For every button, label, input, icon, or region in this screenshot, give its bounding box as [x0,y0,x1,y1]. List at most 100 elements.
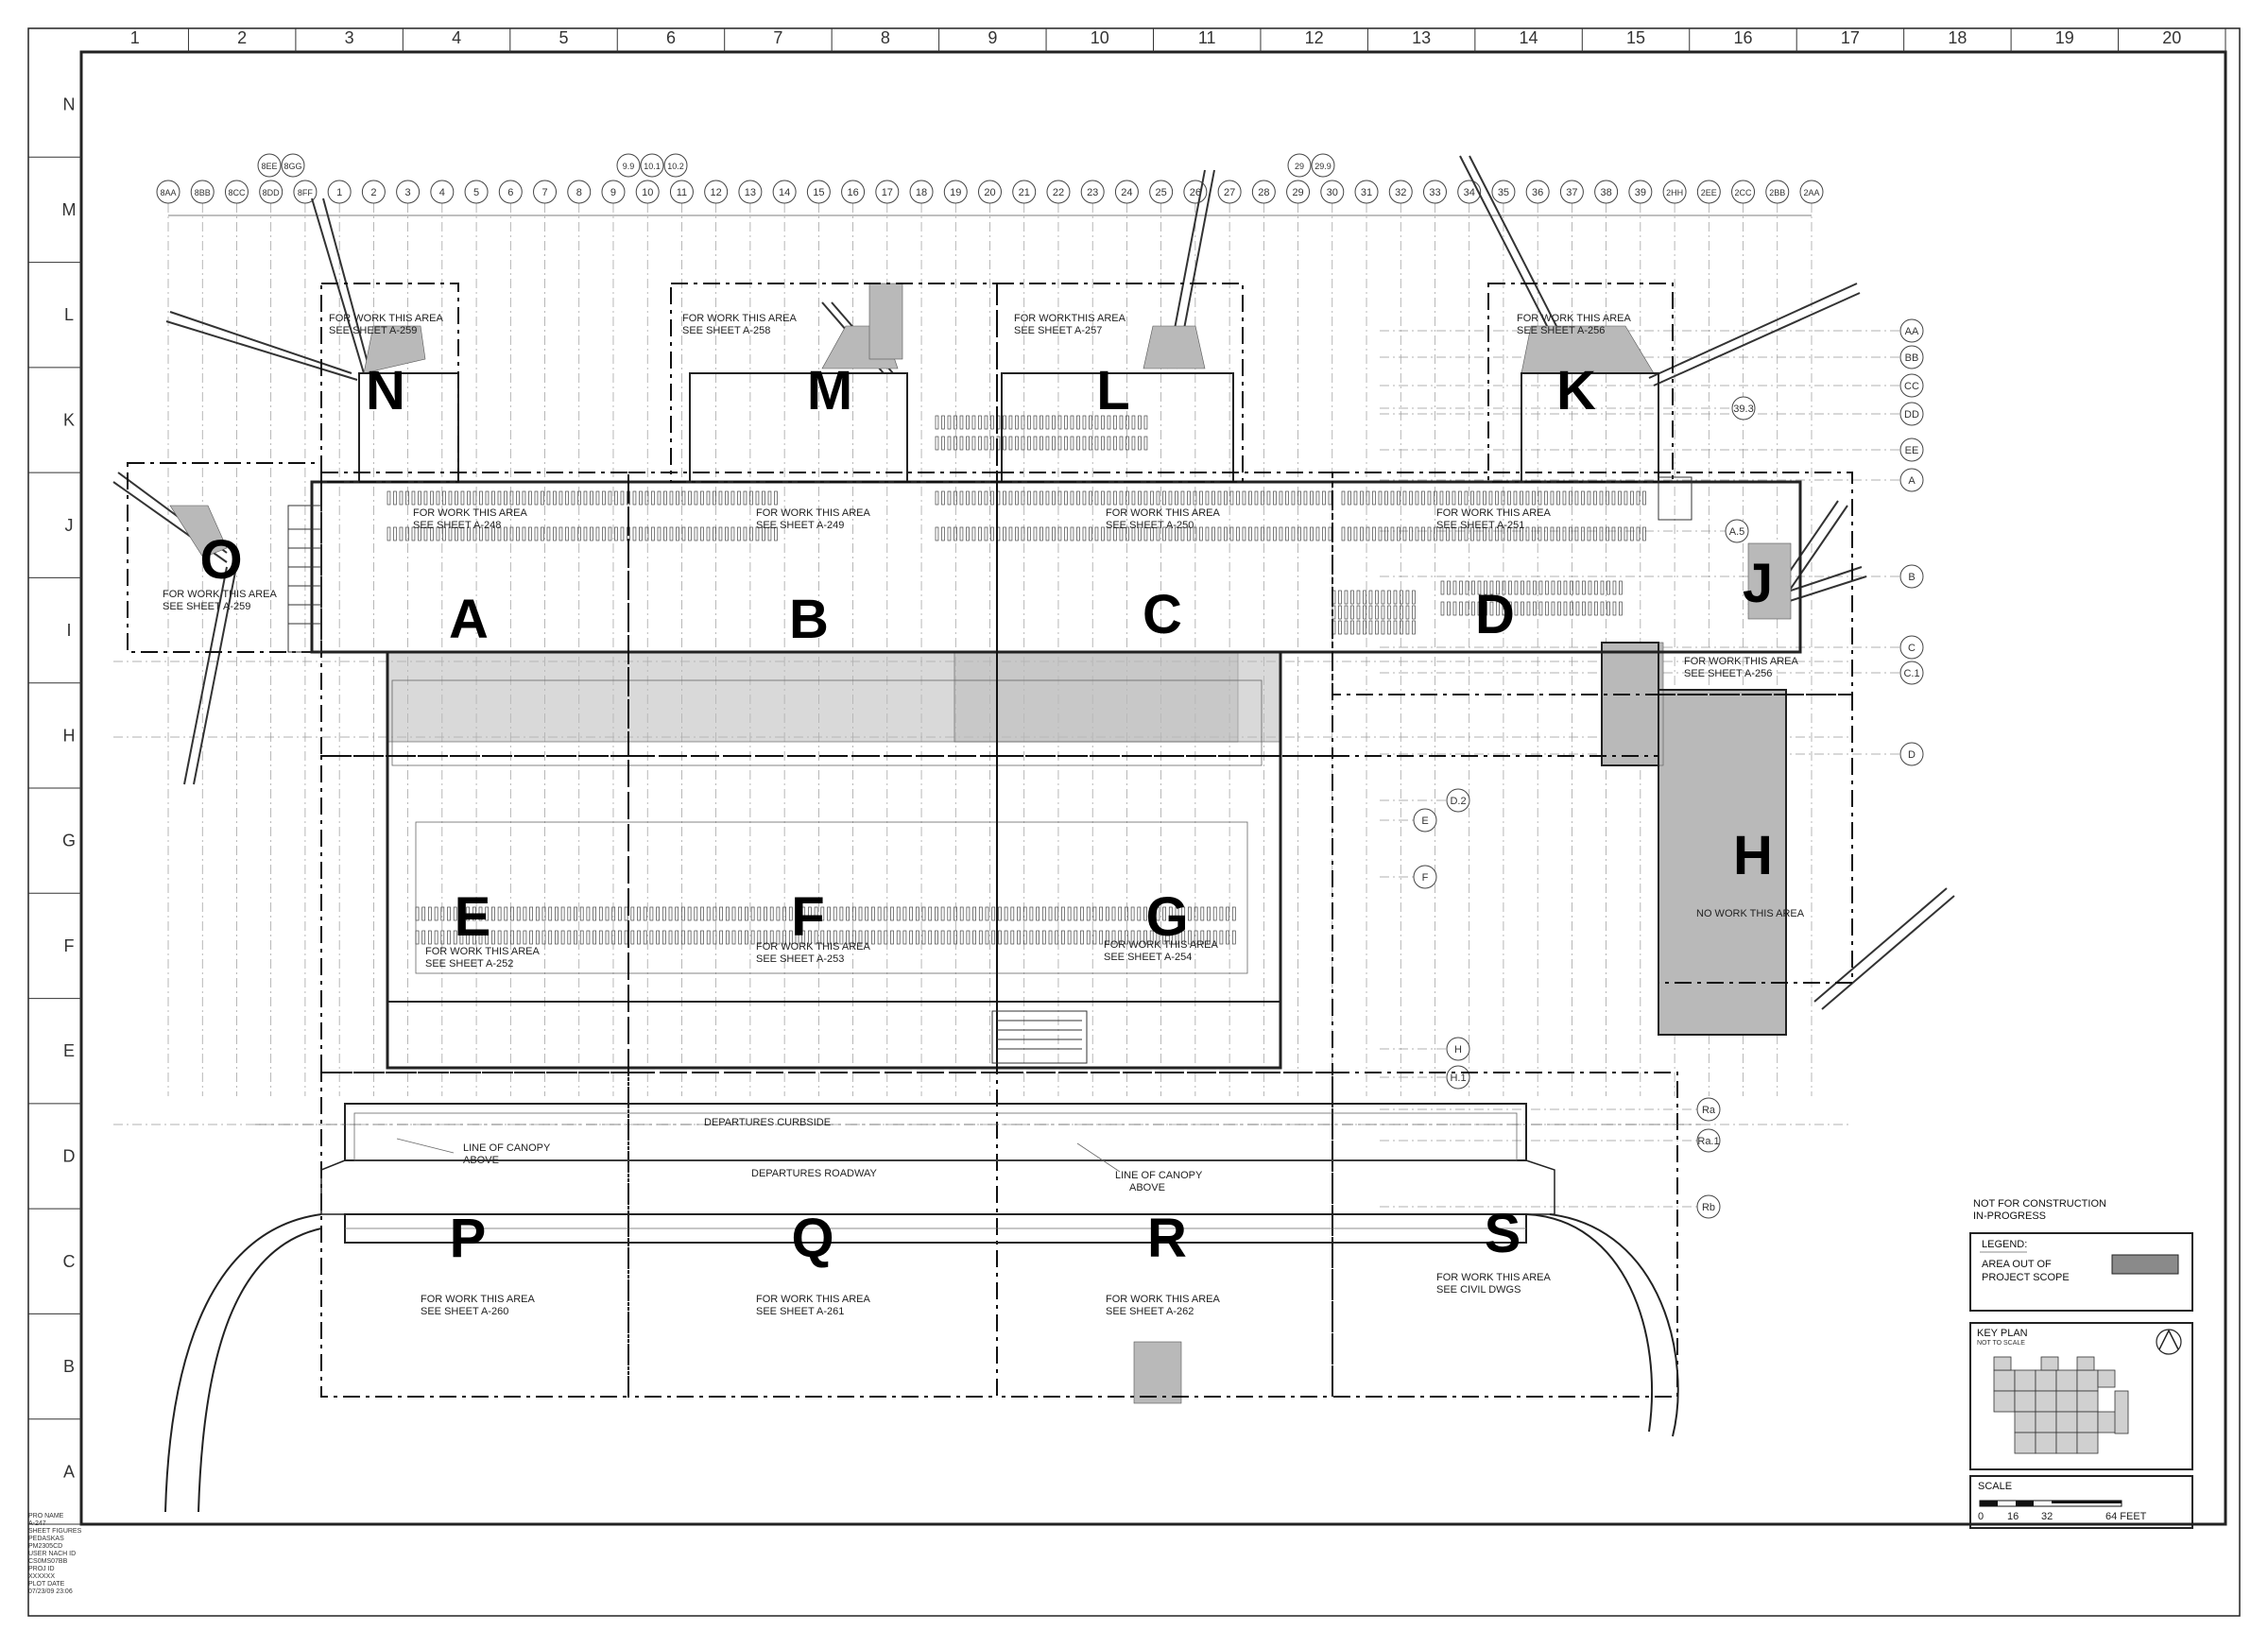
svg-text:28: 28 [1258,187,1269,198]
svg-text:31: 31 [1361,187,1372,198]
grid-bubble: 24 [1114,180,1139,204]
svg-text:20: 20 [984,187,995,198]
grid-bubble: 14 [772,180,797,204]
grid-bubble: 2BB [1765,180,1790,204]
svg-text:29.9: 29.9 [1314,162,1332,171]
area-note-s: FOR WORK THIS AREA [1436,1272,1551,1283]
svg-text:D: D [1908,749,1916,761]
svg-text:9.9: 9.9 [623,162,635,171]
svg-text:29: 29 [1295,162,1304,171]
svg-text:39.3: 39.3 [1733,403,1753,415]
key-plan-title: KEY PLAN [1977,1328,2028,1339]
column-label: 10 [1091,28,1109,47]
svg-text:21: 21 [1019,187,1030,198]
svg-text:H.1: H.1 [1450,1073,1466,1084]
grid-bubble: 8EE [257,153,282,178]
out-of-scope-areas [169,283,1792,1404]
svg-text:E: E [1421,815,1428,827]
row-label: L [64,305,74,324]
svg-text:13: 13 [745,187,756,198]
svg-text:B: B [1908,572,1915,583]
zone-letter-r: R [1147,1208,1187,1269]
zone-letter-p: P [450,1208,487,1269]
grid-bubble: 34 [1457,180,1482,204]
grid-bubble: 32 [1388,180,1413,204]
area-note-m: FOR WORK THIS AREA [682,313,797,324]
grid-bubble: 8FF [293,180,318,204]
area-note-r: FOR WORK THIS AREA [1106,1294,1220,1305]
title-block-line: USER NACH ID [28,1551,76,1557]
grid-bubble: 8 [567,180,592,204]
grid-bubble: 39 [1628,180,1653,204]
area-note-k: FOR WORK THIS AREA [1517,313,1631,324]
grid-bubble: 8DD [259,180,284,204]
grid-bubble: Ra.1 [1696,1128,1721,1153]
grid-bubble: EE [1899,438,1924,462]
area-note-q: FOR WORK THIS AREA [756,1294,870,1305]
zone-letter-n: N [366,360,405,421]
svg-text:2: 2 [370,187,376,198]
grid-bubble: 8AA [156,180,180,204]
grid-bubble: BB [1899,345,1924,369]
svg-text:7: 7 [541,187,547,198]
area-note-h: NO WORK THIS AREA [1696,908,1805,919]
grid-bubble: 21 [1012,180,1037,204]
column-label: 15 [1626,28,1645,47]
row-label: K [63,411,75,430]
svg-text:15: 15 [813,187,824,198]
column-label: 17 [1841,28,1860,47]
scale-bar [1979,1500,2122,1507]
svg-text:16: 16 [847,187,858,198]
svg-text:8BB: 8BB [195,188,211,197]
grid-bubble: 9 [601,180,626,204]
canopy-right-label-2: ABOVE [1129,1182,1165,1193]
svg-text:8: 8 [576,187,582,198]
gate-seating-rows [387,415,1646,945]
svg-text:10.2: 10.2 [667,162,684,171]
grid-bubbles-right: AABBCCDDEEAA.5BCC.1DD.2EFHH.1RaRa.1Rb39.… [1413,318,1924,1219]
svg-text:BB: BB [1905,352,1919,364]
svg-text:30: 30 [1327,187,1338,198]
svg-text:C: C [1908,643,1916,654]
grid-bubble: C [1899,635,1924,660]
area-note-a: FOR WORK THIS AREA [413,507,527,519]
svg-text:Ra.1: Ra.1 [1697,1136,1719,1147]
grid-bubble: 2CC [1731,180,1756,204]
title-block-line: PROJ ID [28,1566,55,1572]
row-label: M [62,200,77,219]
grid-bubble: AA [1899,318,1924,343]
area-note-j: FOR WORK THIS AREA [1684,656,1798,667]
svg-text:19: 19 [950,187,961,198]
grid-bubble: 10 [635,180,660,204]
grid-bubble: 27 [1217,180,1242,204]
svg-text:36: 36 [1532,187,1543,198]
canopy-left-label-2: ABOVE [463,1155,499,1166]
column-label: 6 [666,28,676,47]
grid-bubble: 37 [1559,180,1584,204]
grid-bubble: A [1899,468,1924,492]
svg-text:8CC: 8CC [228,188,246,197]
grid-bubble: 2AA [1799,180,1824,204]
grid-bubble: 3 [396,180,421,204]
grid-bubble: 23 [1080,180,1105,204]
circulation-stairs [287,476,1692,1064]
column-label: 12 [1305,28,1324,47]
row-label: I [66,621,71,640]
area-note-a: SEE SHEET A-248 [413,520,501,531]
area-note-e: FOR WORK THIS AREA [425,946,540,957]
svg-text:33: 33 [1429,187,1440,198]
canopy-right-label-1: LINE OF CANOPY [1115,1170,1203,1181]
svg-text:34: 34 [1464,187,1475,198]
column-label: 3 [345,28,354,47]
key-plan-subtitle: NOT TO SCALE [1977,1340,2025,1347]
grid-bubble: 29 [1287,153,1312,178]
svg-text:12: 12 [711,187,722,198]
grid-bubble: 35 [1491,180,1516,204]
column-label: 14 [1520,28,1538,47]
